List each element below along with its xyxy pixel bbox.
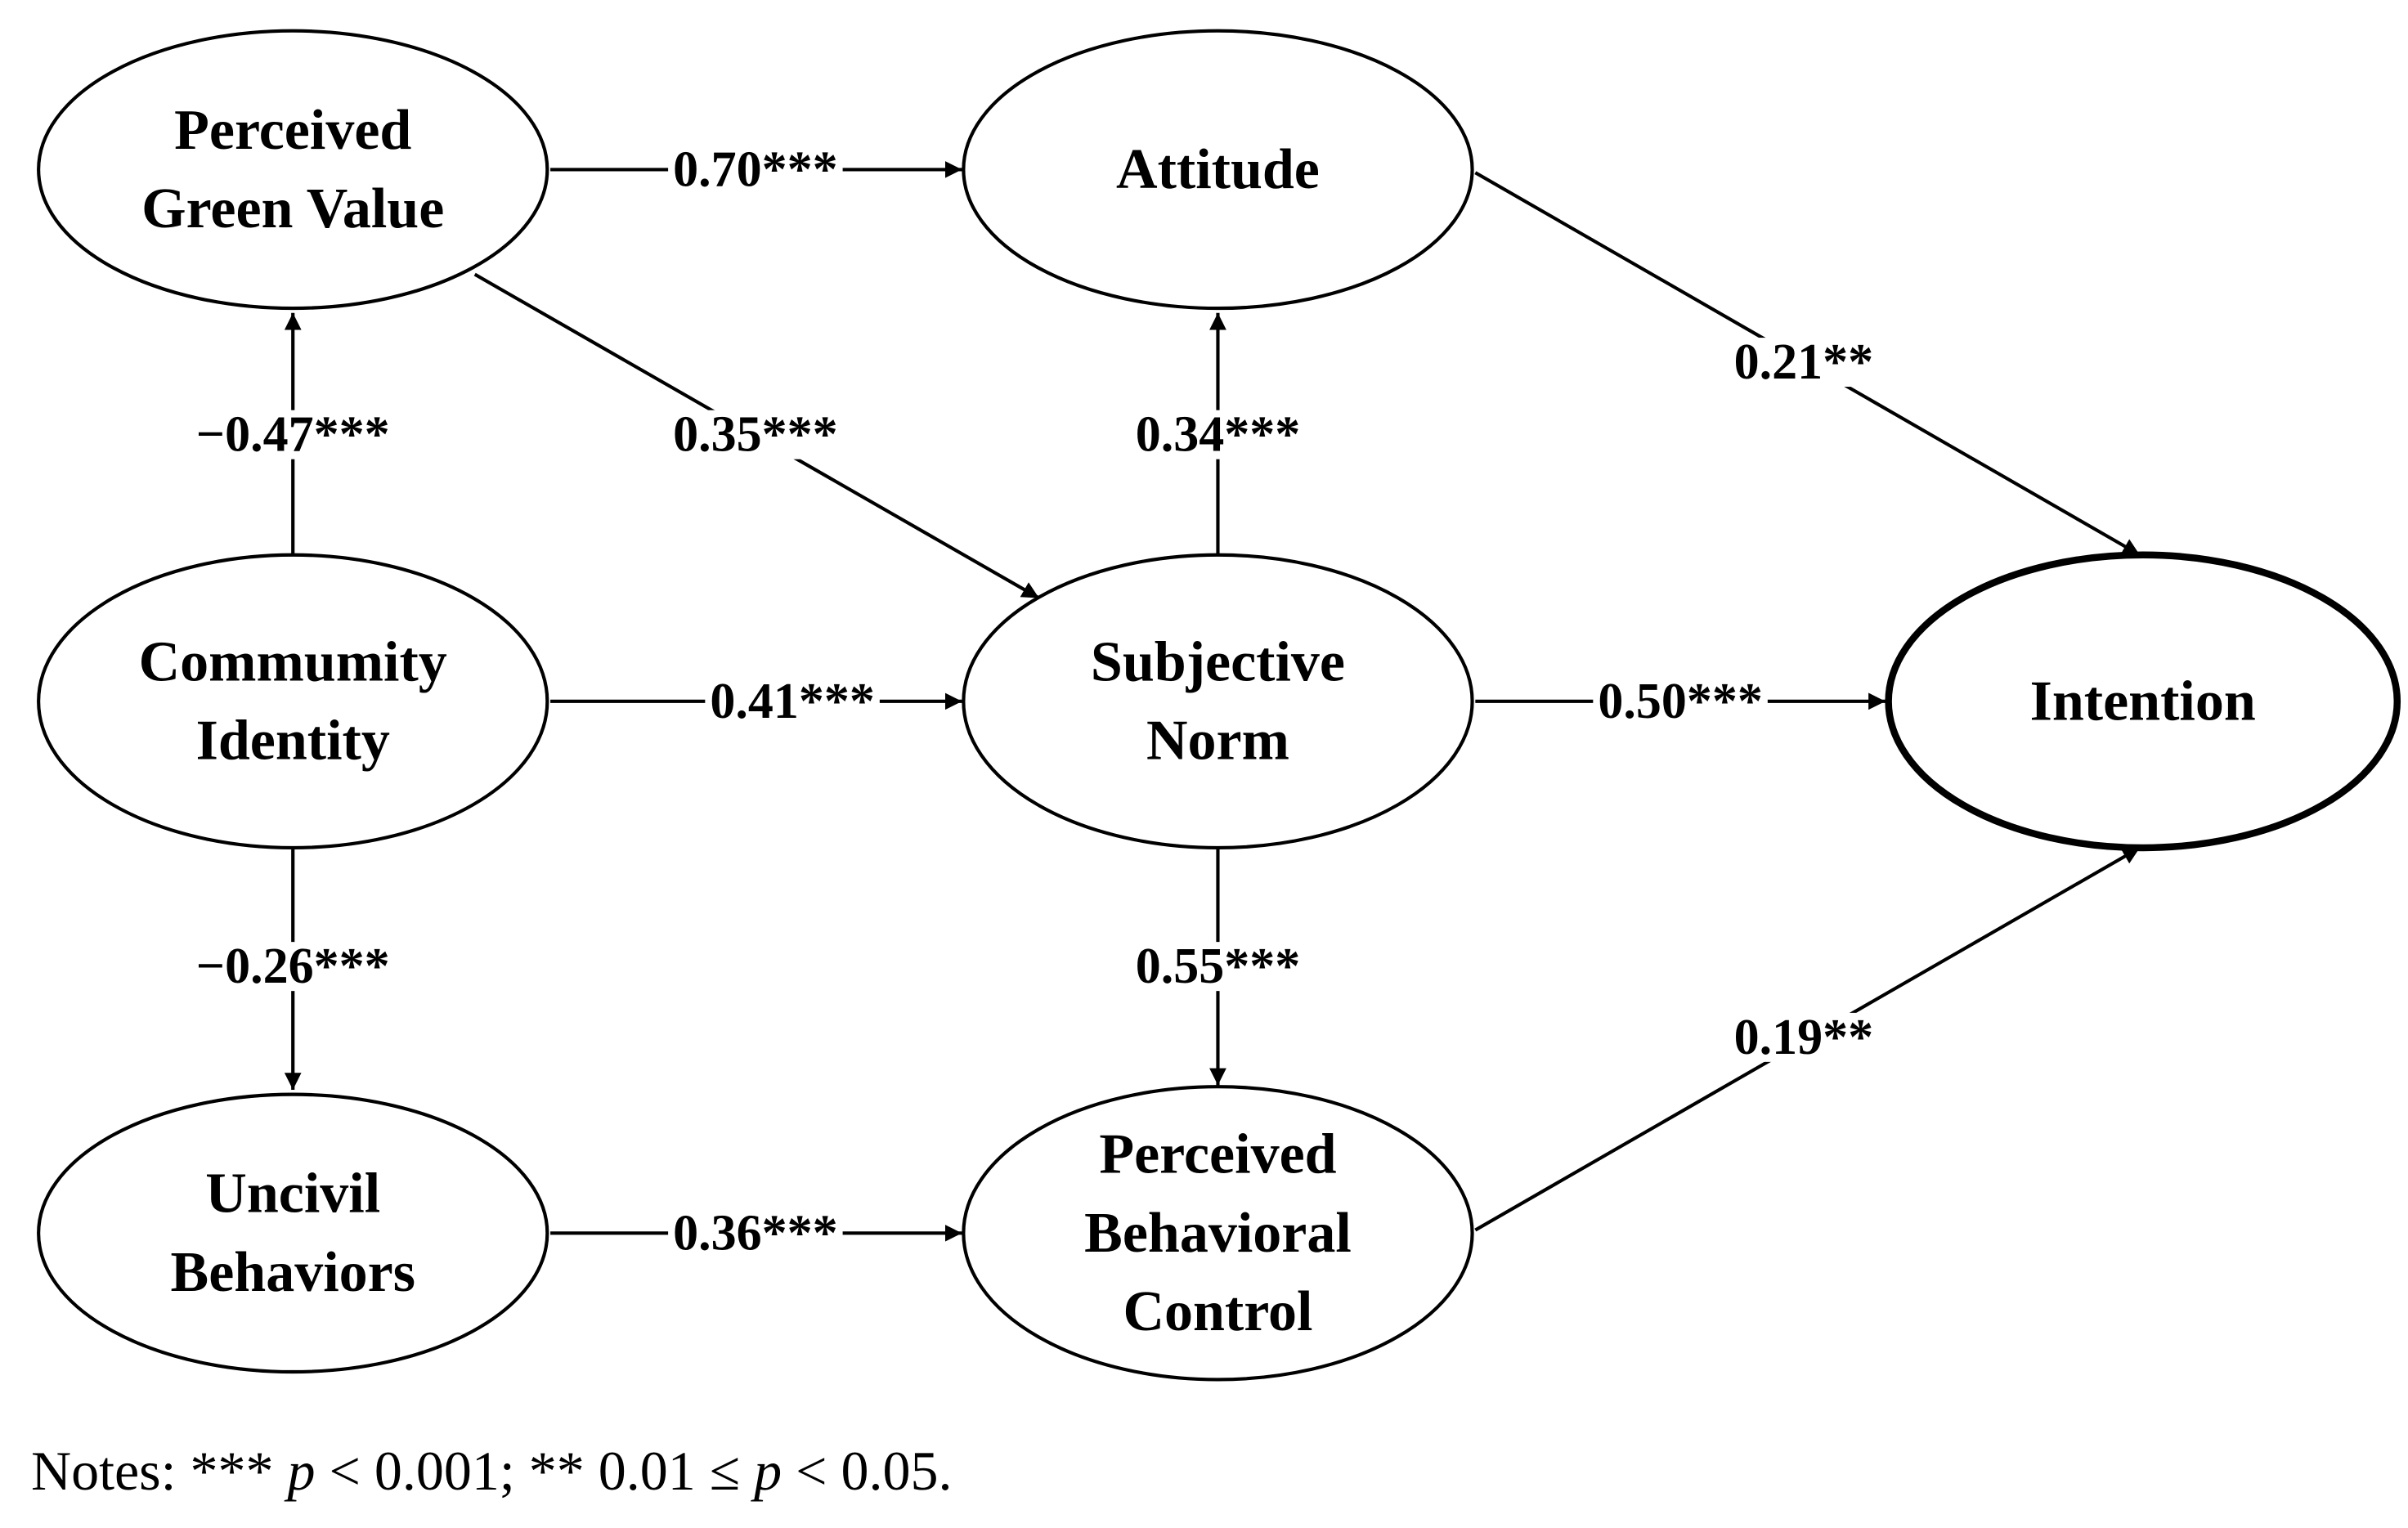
node-ellipse-int [1885,551,2401,852]
edge-label-ci-to-ub: −0.26*** [196,939,390,994]
node-label-pbc-line-2: Behavioral [1084,1202,1352,1265]
edge-label-sn-to-pbc: 0.55*** [1136,939,1301,994]
edge-label-att-to-int: 0.21** [1734,334,1874,390]
edge-label-ci-to-pgv: −0.47*** [196,407,390,463]
notes-mid: < 0.001; ** 0.01 ≤ [315,1440,755,1502]
node-ellipse-sn [962,553,1474,850]
edge-label-background [705,676,880,726]
edge-label-background [1130,942,1306,992]
notes-p-symbol-2: p [754,1440,782,1502]
node-label-pbc-line-1: Perceived [1099,1123,1336,1186]
edge-label-background [1729,1012,1879,1062]
node-label-pbc-line-3: Control [1123,1280,1312,1343]
edge-label-pgv-to-att: 0.70*** [673,141,838,197]
node-label-pgv-line-2: Green Value [141,177,444,240]
notes-suffix: < 0.05. [782,1440,953,1502]
node-label-sn-line-2: Norm [1146,709,1289,772]
node-label-ub-line-1: Uncivil [205,1163,380,1226]
edge-label-background [1593,676,1768,726]
node-label-int-line-1: Intention [2030,670,2256,733]
node-label-ub-line-2: Behaviors [171,1241,415,1304]
edge-label-background [191,942,395,992]
notes-p-symbol: p [287,1440,316,1502]
node-label-sn-line-1: Subjective [1091,630,1345,693]
edge-label-pgv-to-sn: 0.35*** [673,407,838,463]
notes-footnote: Notes: *** p < 0.001; ** 0.01 ≤ p < 0.05… [31,1439,952,1503]
edge-label-background [191,410,395,459]
node-label-att-line-1: Attitude [1116,138,1320,201]
node-ellipse-att [962,29,1474,311]
node-ellipse-pgv [37,29,549,311]
edge-labels-layer: 0.70*** 0.35*** −0.47*** 0.41*** −0.26*** 0.3… [191,141,1879,1261]
node-ellipse-pbc [962,1085,1474,1382]
node-label-ci-line-1: Commumity [139,630,447,693]
node-label-ci-line-2: Identity [196,709,390,772]
edge-label-background [668,145,843,195]
node-ellipse-ci [37,553,549,850]
edge-label-sn-to-att: 0.34*** [1136,407,1301,463]
edge-label-background [668,1208,843,1258]
edge-label-ub-to-pbc: 0.36*** [673,1205,838,1261]
notes-prefix: Notes: *** [31,1440,288,1502]
edge-label-background [1130,410,1306,459]
edge-label-background [1729,338,1879,388]
node-ellipse-ub [37,1092,549,1374]
edge-label-background [668,410,843,459]
node-att: Attitude [962,29,1474,311]
edge-label-ci-to-sn: 0.41*** [710,674,875,729]
node-label-pgv-line-1: Perceived [174,99,411,162]
node-int: Intention [1885,551,2401,852]
edge-label-sn-to-int: 0.50*** [1598,674,1763,729]
edge-label-pbc-to-int: 0.19** [1734,1010,1874,1065]
